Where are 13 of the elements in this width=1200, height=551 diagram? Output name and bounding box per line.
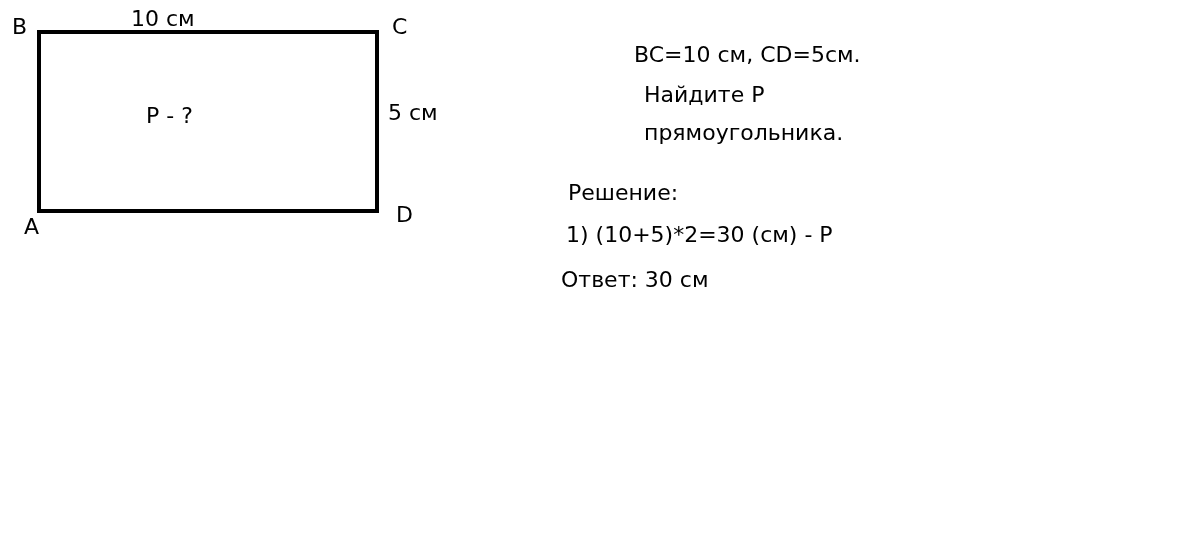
solution-step: 1) (10+5)*2=30 (см) - Р bbox=[566, 220, 833, 250]
vertex-label: C bbox=[392, 13, 408, 41]
side-length: 5 см bbox=[388, 99, 438, 127]
vertex-label: B bbox=[12, 13, 28, 41]
problem-text: Найдите Р прямоугольника. bbox=[644, 81, 845, 147]
rectangle-shape bbox=[37, 30, 379, 213]
vertex-label: A bbox=[24, 213, 40, 241]
answer-text: Ответ: 30 см bbox=[561, 266, 709, 294]
problem-text: BC=10 см, CD=5см. bbox=[634, 41, 861, 69]
question-text: Р - ? bbox=[146, 103, 193, 128]
solution-heading: Решение: bbox=[568, 179, 679, 207]
side-length: 10 см bbox=[131, 5, 195, 33]
vertex-label: D bbox=[396, 201, 413, 229]
